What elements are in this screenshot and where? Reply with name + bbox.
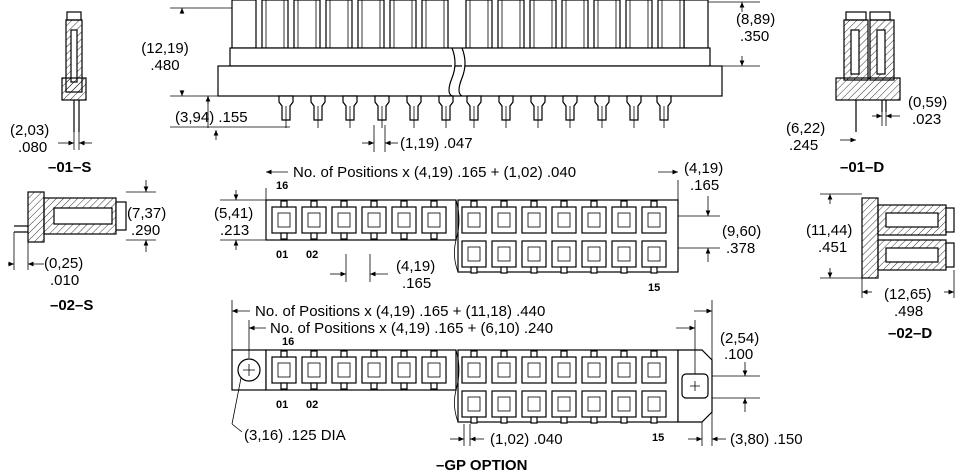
02s-dim-b: .290: [131, 222, 160, 239]
01d-dim-a: (0,59): [908, 94, 947, 111]
contact-cell: [611, 240, 637, 268]
gp-dim-100: .100: [724, 346, 753, 363]
contact-cell: [641, 356, 667, 384]
plan-dim-165b: .165: [402, 275, 431, 292]
02d-dim-a: (11,44): [806, 222, 852, 239]
contact-cell: [611, 356, 637, 384]
gp-formula-2: No. of Positions x (4,19) .165 + (6,10) …: [270, 320, 553, 337]
contact-cell: [331, 356, 357, 384]
gp-pin-15: 15: [652, 432, 664, 444]
plan-dim-419a: (4,19): [684, 160, 723, 177]
dim-119: (1,19) .047: [400, 135, 473, 152]
contact-cell: [271, 206, 297, 234]
contact-cell: [581, 240, 607, 268]
contact-cell: [271, 356, 297, 384]
dim-480: .480: [150, 57, 179, 74]
plan-dim-541: (5,41): [214, 205, 253, 222]
gp-dim-316: (3,16) .125 DIA: [244, 427, 346, 444]
plan-formula: No. of Positions x (4,19) .165 + (1,02) …: [293, 164, 576, 181]
dim-394: (3,94) .155: [175, 109, 248, 126]
contact-cell: [581, 390, 607, 418]
side-view-02-d: [820, 193, 955, 298]
01s-label: –01–S: [48, 159, 91, 176]
dim-12-19: (12,19): [141, 40, 189, 57]
02d-dim-b: .451: [818, 239, 847, 256]
01d-dim-d: .245: [789, 137, 818, 154]
front-view: [170, 0, 760, 152]
contact-cell: [581, 356, 607, 384]
02s-dim-d: .010: [50, 272, 79, 289]
contact-cell: [391, 206, 417, 234]
contact-cell: [581, 206, 607, 234]
side-view-01-s: [58, 11, 92, 150]
01d-label: –01–D: [840, 159, 884, 176]
contact-cell: [491, 356, 517, 384]
gp-pin-01: 01: [276, 399, 288, 411]
plan-dim-165a: .165: [690, 177, 719, 194]
contact-cell: [551, 356, 577, 384]
plan-pin-01: 01: [276, 249, 288, 261]
gp-dim-380: (3,80) .150: [730, 431, 803, 448]
contact-cell: [551, 240, 577, 268]
contact-cell: [551, 390, 577, 418]
dim-889: (8,89): [736, 11, 775, 28]
gp-option-view: [231, 300, 760, 446]
contact-cell: [301, 356, 327, 384]
contact-cell: [301, 206, 327, 234]
plan-pin-16: 16: [276, 180, 288, 192]
gp-option-title: –GP OPTION: [436, 457, 527, 474]
contact-cell: [521, 390, 547, 418]
contact-cell: [461, 390, 487, 418]
gp-pin-16: 16: [282, 336, 294, 348]
contact-cell: [611, 390, 637, 418]
02s-dim-a: (7,37): [127, 205, 166, 222]
dim-350: .350: [740, 28, 769, 45]
plan-dim-378: .378: [726, 240, 755, 257]
contact-cell: [391, 356, 417, 384]
contact-cell: [521, 356, 547, 384]
side-view-02-s: [8, 180, 156, 270]
contact-cell: [521, 240, 547, 268]
contact-cell: [611, 206, 637, 234]
contact-cell: [461, 206, 487, 234]
02d-dim-c: (12,65): [884, 286, 932, 303]
contact-cell: [491, 206, 517, 234]
contact-cell: [421, 356, 447, 384]
gp-dim-254: (2,54): [720, 330, 759, 347]
contact-cell: [551, 206, 577, 234]
plan-dim-419b: (4,19): [396, 258, 435, 275]
plan-view: [220, 169, 720, 282]
contact-cell: [491, 240, 517, 268]
side-view-01-d: [835, 11, 901, 143]
contact-cell: [361, 356, 387, 384]
contact-cell: [641, 206, 667, 234]
contact-cell: [641, 390, 667, 418]
contact-cell: [361, 206, 387, 234]
plan-pin-15: 15: [648, 282, 660, 294]
gp-pin-02: 02: [306, 399, 318, 411]
02s-label: –02–S: [50, 297, 93, 314]
contact-cell: [521, 206, 547, 234]
01d-dim-b: .023: [912, 111, 941, 128]
01s-dim-a: (2,03): [10, 122, 49, 139]
01d-dim-c: (6,22): [786, 120, 825, 137]
plan-dim-960: (9,60): [722, 223, 761, 240]
contact-cell: [331, 206, 357, 234]
02d-label: –02–D: [888, 325, 932, 342]
contact-cell: [461, 240, 487, 268]
gp-formula-1: No. of Positions x (4,19) .165 + (11,18)…: [255, 303, 545, 320]
plan-dim-213: .213: [220, 222, 249, 239]
gp-dim-102: (1,02) .040: [490, 431, 563, 448]
contact-cell: [461, 356, 487, 384]
contact-cell: [421, 206, 447, 234]
contact-cell: [641, 240, 667, 268]
02s-dim-c: (0,25): [44, 255, 83, 272]
contact-cell: [491, 390, 517, 418]
01s-dim-b: .080: [18, 139, 47, 156]
plan-pin-02: 02: [306, 249, 318, 261]
02d-dim-d: .498: [894, 303, 923, 320]
